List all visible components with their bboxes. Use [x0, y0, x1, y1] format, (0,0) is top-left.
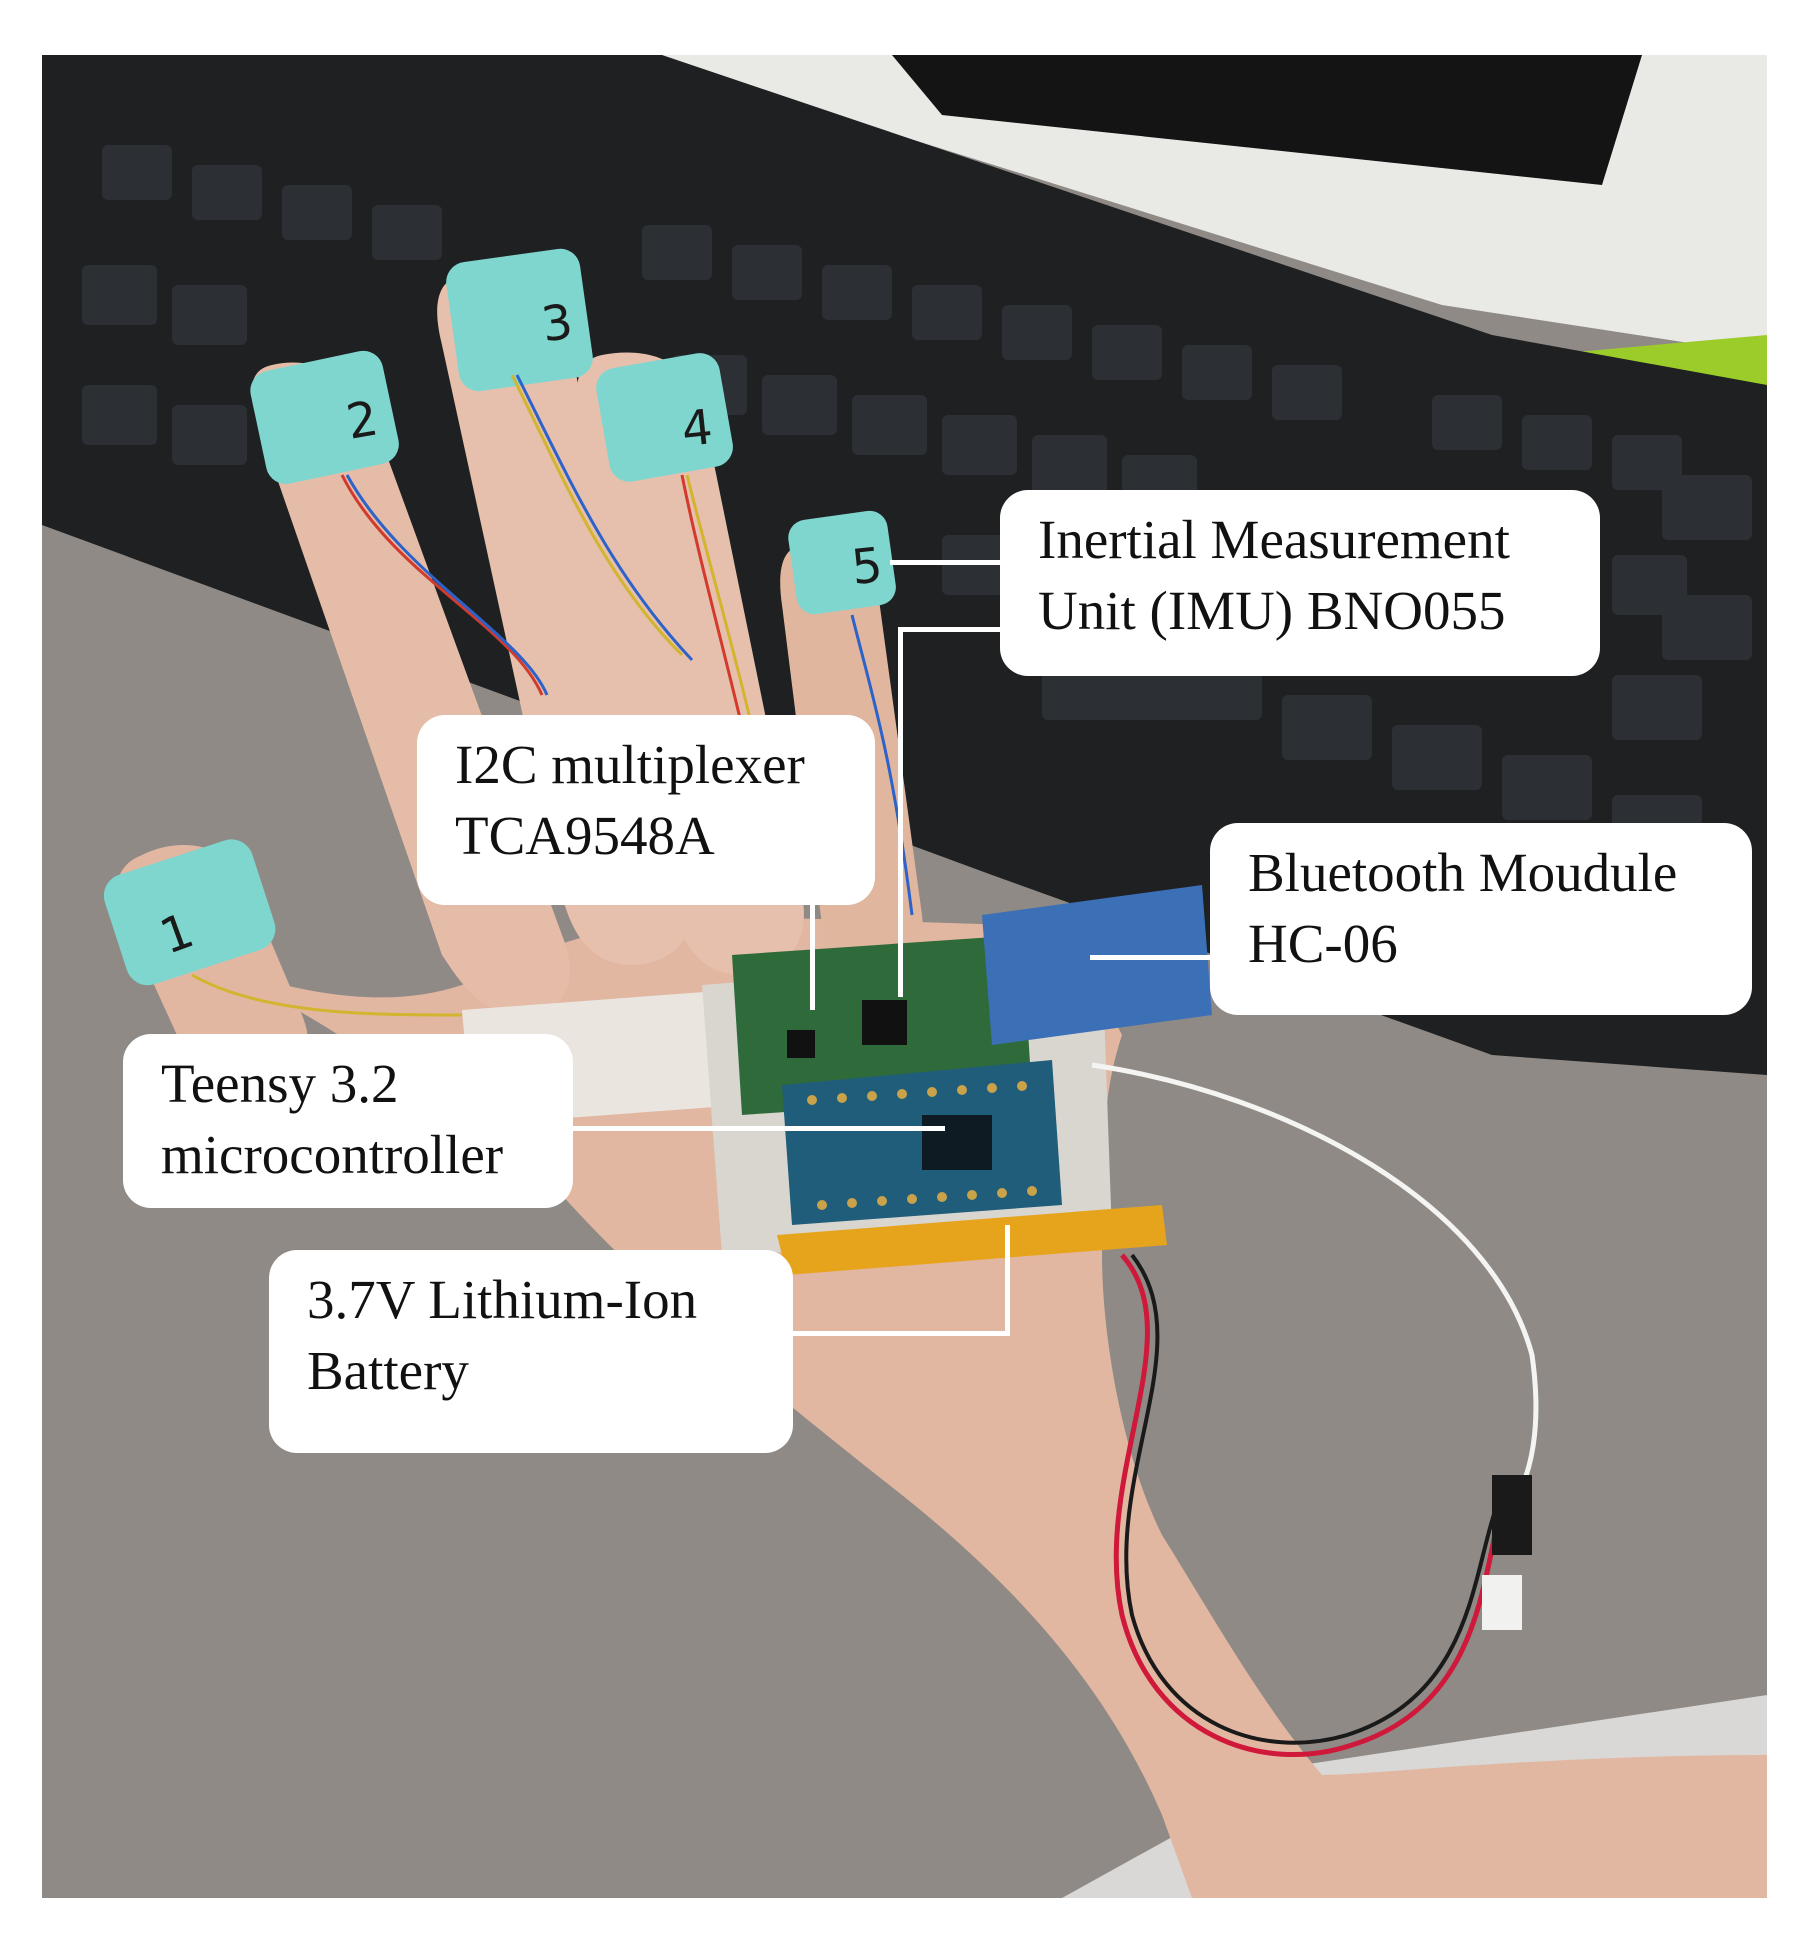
- imu-callout-line2: Unit (IMU) BNO055: [1038, 580, 1506, 641]
- connector: [1492, 1475, 1532, 1555]
- svg-text:4: 4: [679, 399, 715, 458]
- bluetooth-leader: [1090, 955, 1210, 960]
- battery-callout-line2: Battery: [307, 1340, 469, 1401]
- pcb-chips: [787, 1000, 907, 1058]
- bluetooth-callout-line2: HC-06: [1248, 913, 1398, 974]
- teensy-chip: [922, 1115, 992, 1170]
- mux-callout-line1: I2C multiplexer: [455, 734, 805, 795]
- imu-leader-top: [890, 560, 1000, 565]
- imu-callout-line1: Inertial Measurement: [1038, 509, 1510, 570]
- teensy-pins: [807, 1081, 1037, 1210]
- mux-callout-line2: TCA9548A: [455, 805, 715, 866]
- bluetooth-callout: Bluetooth Moudule HC-06: [1210, 823, 1752, 1015]
- battery-callout-line1: 3.7V Lithium-Ion: [307, 1269, 698, 1330]
- finger-tape: [103, 248, 896, 986]
- jst-plug: [1482, 1575, 1522, 1630]
- monitor-stand: [892, 55, 1642, 185]
- teensy-callout-line2: microcontroller: [161, 1124, 504, 1185]
- imu-leader-v: [898, 627, 903, 997]
- red-wire: [1113, 1253, 1505, 1758]
- finger-numbers: 1 2 3 4 5: [153, 294, 885, 966]
- battery-leader-h: [790, 1331, 1010, 1336]
- bluetooth-board: [982, 885, 1212, 1045]
- battery-pack: [777, 1205, 1167, 1275]
- battery-leader-v: [1005, 1225, 1010, 1336]
- mux-leader: [810, 900, 815, 1010]
- bluetooth-callout-line1: Bluetooth Moudule: [1248, 842, 1678, 903]
- teensy-callout-line1: Teensy 3.2: [161, 1053, 399, 1114]
- hand-back: [182, 915, 1767, 1898]
- teensy-callout: Teensy 3.2 microcontroller: [123, 1034, 573, 1208]
- imu-leader-h: [900, 627, 1000, 632]
- imu-callout: Inertial Measurement Unit (IMU) BNO055: [1000, 490, 1600, 676]
- battery-callout: 3.7V Lithium-Ion Battery: [269, 1250, 793, 1453]
- teensy-leader: [565, 1126, 945, 1131]
- svg-text:5: 5: [849, 537, 885, 596]
- black-wire: [1124, 1253, 1499, 1745]
- white-wire: [1091, 1062, 1539, 1507]
- mux-callout: I2C multiplexer TCA9548A: [417, 715, 875, 905]
